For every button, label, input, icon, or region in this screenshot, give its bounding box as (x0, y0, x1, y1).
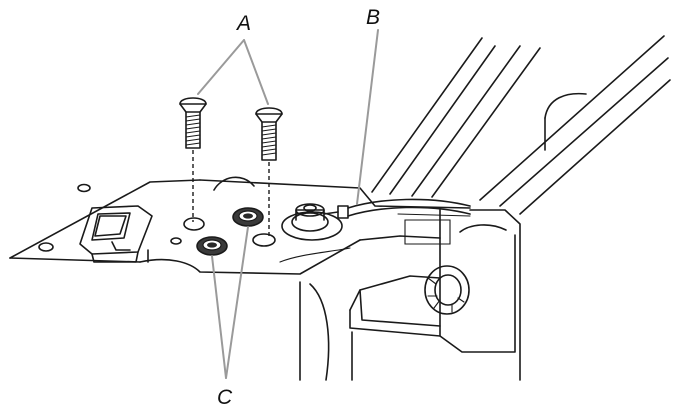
callout-a: A (235, 12, 251, 35)
connector-clip (79, 205, 153, 263)
ground-wire (323, 198, 471, 219)
leader-lines (197, 29, 379, 379)
leader-a-right (243, 39, 269, 105)
washer-left (196, 236, 228, 256)
screw-right (255, 107, 283, 161)
alignment-lines (192, 150, 270, 238)
callout-c: C (217, 386, 233, 409)
plate-holes (38, 183, 276, 252)
base-plate (9, 176, 471, 275)
screw-hole-left (183, 217, 205, 231)
leader-a-left (197, 39, 245, 95)
grommet (424, 265, 470, 315)
ground-stud (281, 203, 343, 241)
screw-left (179, 97, 207, 149)
leader-c-right (225, 226, 249, 379)
screw-hole-right (252, 233, 276, 247)
callout-b: B (366, 6, 380, 29)
washer-right (232, 207, 264, 227)
washers (196, 207, 264, 256)
frame-rails (371, 35, 671, 215)
leader-b (356, 29, 379, 205)
leader-c-left (211, 255, 227, 379)
bracket-body (299, 209, 521, 381)
